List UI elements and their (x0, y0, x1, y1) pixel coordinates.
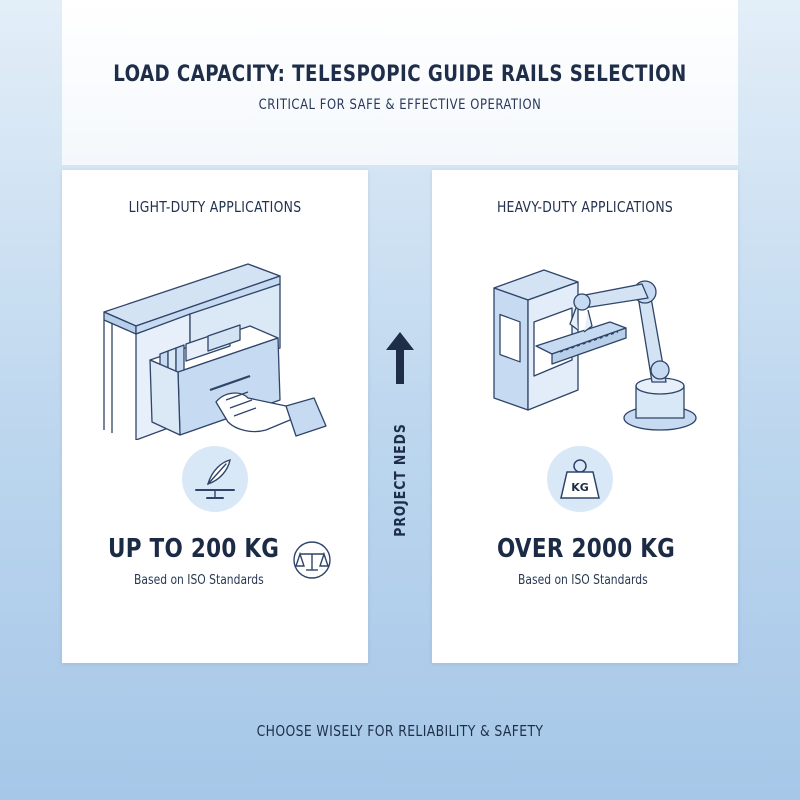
heavy-capacity-value: OVER 2000 KG (497, 534, 676, 564)
drawer-cabinet-illustration (103, 263, 327, 440)
heavy-duty-title: HEAVY-DUTY APPLICATIONS (496, 198, 674, 216)
feather-scale-badge (182, 446, 248, 512)
cnc-robot-illustration (493, 269, 697, 431)
heavy-duty-card: HEAVY-DUTY APPLICATIONS (432, 170, 738, 663)
light-capacity-value: UP TO 200 KG (108, 534, 280, 564)
light-standard-note: Based on ISO Standards (134, 573, 264, 588)
arrow-up-icon (386, 332, 414, 384)
kg-weight-icon: KG (560, 459, 600, 499)
project-needs-label: PROJECT NEDS (391, 423, 409, 537)
light-duty-card: LIGHT-DUTY APPLICATIONS (62, 170, 368, 663)
page-subtitle: CRITICAL FOR SAFE & EFFECTIVE OPERATION (258, 97, 542, 113)
header-panel: LOAD CAPACITY: TELESPOPIC GUIDE RAILS SE… (62, 0, 738, 165)
balance-scale-icon (293, 541, 331, 579)
light-duty-title: LIGHT-DUTY APPLICATIONS (128, 198, 302, 216)
heavy-standard-note: Based on ISO Standards (518, 573, 648, 588)
kg-weight-badge: KG (547, 446, 613, 512)
kg-weight-label: KG (571, 481, 589, 494)
feather-on-scale-icon (195, 459, 235, 499)
page-title: LOAD CAPACITY: TELESPOPIC GUIDE RAILS SE… (113, 62, 687, 87)
footer-note: CHOOSE WISELY FOR RELIABILITY & SAFETY (256, 722, 544, 740)
